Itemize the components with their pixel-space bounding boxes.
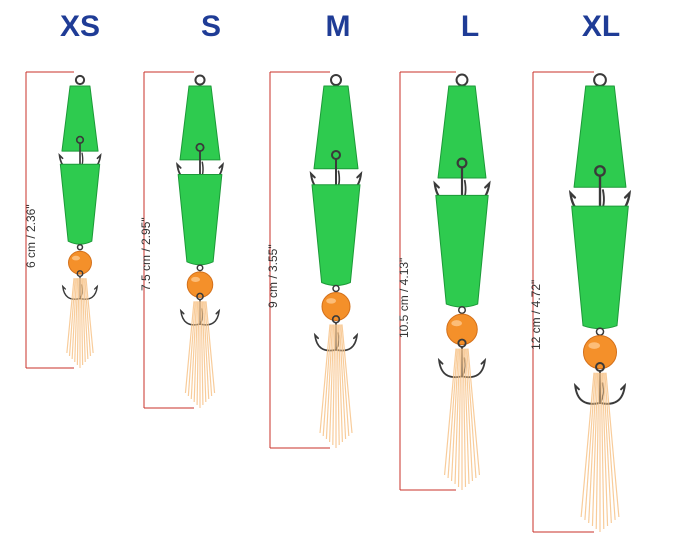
fiber-strand bbox=[200, 301, 204, 406]
lure-xs bbox=[25, 71, 102, 369]
lure-xl bbox=[532, 71, 632, 533]
fiber-strand bbox=[603, 372, 612, 524]
fiber-strand bbox=[203, 301, 210, 400]
fiber-strand bbox=[466, 348, 477, 479]
fiber-strand bbox=[76, 278, 80, 366]
fiber-strand bbox=[71, 278, 77, 360]
fiber-strand bbox=[601, 372, 609, 527]
fiber-strand bbox=[66, 278, 75, 354]
lower-foam-body bbox=[435, 194, 489, 308]
fiber-strand bbox=[600, 372, 605, 530]
fiber-strand bbox=[205, 301, 216, 394]
fiber-strand bbox=[196, 301, 200, 406]
fiber-strand bbox=[454, 348, 461, 485]
upper-foam-body bbox=[61, 85, 99, 152]
connector-ring bbox=[595, 327, 605, 336]
length-label-xs: 6 cm / 2.36" bbox=[24, 204, 38, 268]
fiber-strand bbox=[467, 348, 481, 476]
upper-foam-body bbox=[437, 85, 487, 179]
fiber-strand bbox=[591, 372, 599, 527]
length-label-m: 9 cm / 3.55" bbox=[266, 244, 280, 308]
lower-treble-hook-bend-left bbox=[437, 357, 463, 379]
upper-foam-body bbox=[573, 85, 627, 188]
fiber-strand bbox=[68, 278, 76, 357]
fiber-strand bbox=[443, 348, 457, 476]
fiber-strand bbox=[325, 324, 333, 440]
top-eye bbox=[593, 73, 607, 87]
connector-ring bbox=[332, 284, 340, 293]
size-label-xs: XS bbox=[59, 10, 101, 43]
fiber-strand bbox=[190, 301, 197, 400]
fiber-strand bbox=[319, 324, 331, 434]
fiber-strand bbox=[457, 348, 462, 488]
lure-s bbox=[143, 71, 224, 409]
fiber-strand bbox=[184, 301, 195, 394]
length-label-s: 7.5 cm / 2.95" bbox=[139, 217, 153, 291]
fiber-strand bbox=[340, 324, 350, 437]
fiber-strand bbox=[81, 278, 86, 363]
size-label-s: S bbox=[200, 10, 221, 43]
fiber-strand bbox=[462, 348, 467, 488]
fiber-strand bbox=[201, 301, 207, 403]
connector-ring bbox=[196, 264, 204, 272]
fiber-strand bbox=[450, 348, 459, 482]
connector-ring bbox=[457, 306, 467, 315]
fiber-strand bbox=[322, 324, 332, 437]
top-eye bbox=[74, 74, 86, 86]
top-eye bbox=[330, 74, 342, 86]
fiber-strand bbox=[84, 278, 92, 357]
upper-foam-body bbox=[179, 85, 221, 161]
lower-treble-hook-bend-right bbox=[599, 382, 627, 405]
top-eye bbox=[194, 74, 206, 86]
fiber-strand bbox=[588, 372, 597, 524]
top-eye bbox=[455, 73, 469, 87]
fiber-strand bbox=[204, 301, 213, 397]
length-label-xl: 12 cm / 4.72" bbox=[529, 279, 543, 350]
fiber-strand bbox=[85, 278, 94, 354]
lure-l bbox=[399, 71, 491, 491]
fiber-strand bbox=[336, 324, 340, 446]
bead-highlight bbox=[588, 342, 601, 349]
lower-treble-hook-bend-right bbox=[461, 357, 487, 379]
bead-highlight bbox=[326, 298, 336, 304]
fiber-strand bbox=[193, 301, 199, 403]
bead-highlight bbox=[451, 320, 462, 327]
lower-foam-body bbox=[59, 163, 101, 245]
upper-foam-body bbox=[313, 85, 359, 170]
fiber-strand bbox=[447, 348, 458, 479]
fiber-strand bbox=[595, 372, 600, 530]
size-label-l: L bbox=[460, 10, 480, 43]
size-label-m: M bbox=[325, 10, 351, 43]
lower-treble-hook-bend-left bbox=[573, 382, 601, 405]
length-label-l: 10.5 cm / 4.13" bbox=[397, 257, 411, 338]
fiber-strand bbox=[465, 348, 474, 482]
lower-foam-body bbox=[311, 184, 361, 286]
size-label-xl: XL bbox=[581, 10, 621, 43]
fiber-strand bbox=[329, 324, 335, 443]
fiber-strand bbox=[332, 324, 336, 446]
connector-ring bbox=[76, 243, 84, 251]
lure-m bbox=[269, 71, 363, 449]
fiber-strand bbox=[74, 278, 79, 363]
fiber-strand bbox=[83, 278, 89, 360]
fiber-strand bbox=[605, 372, 620, 518]
fiber-strand bbox=[337, 324, 343, 443]
fiber-strand bbox=[463, 348, 470, 485]
fiber-strand bbox=[187, 301, 196, 397]
fiber-strand bbox=[584, 372, 596, 521]
fiber-strand bbox=[580, 372, 595, 518]
fiber-strand bbox=[341, 324, 353, 434]
fiber-strand bbox=[80, 278, 84, 366]
lower-foam-body bbox=[571, 205, 629, 330]
lower-foam-body bbox=[177, 173, 223, 266]
bead-highlight bbox=[191, 276, 200, 283]
fiber-strand bbox=[339, 324, 347, 440]
bead-highlight bbox=[71, 255, 81, 261]
fiber-strand bbox=[604, 372, 616, 521]
